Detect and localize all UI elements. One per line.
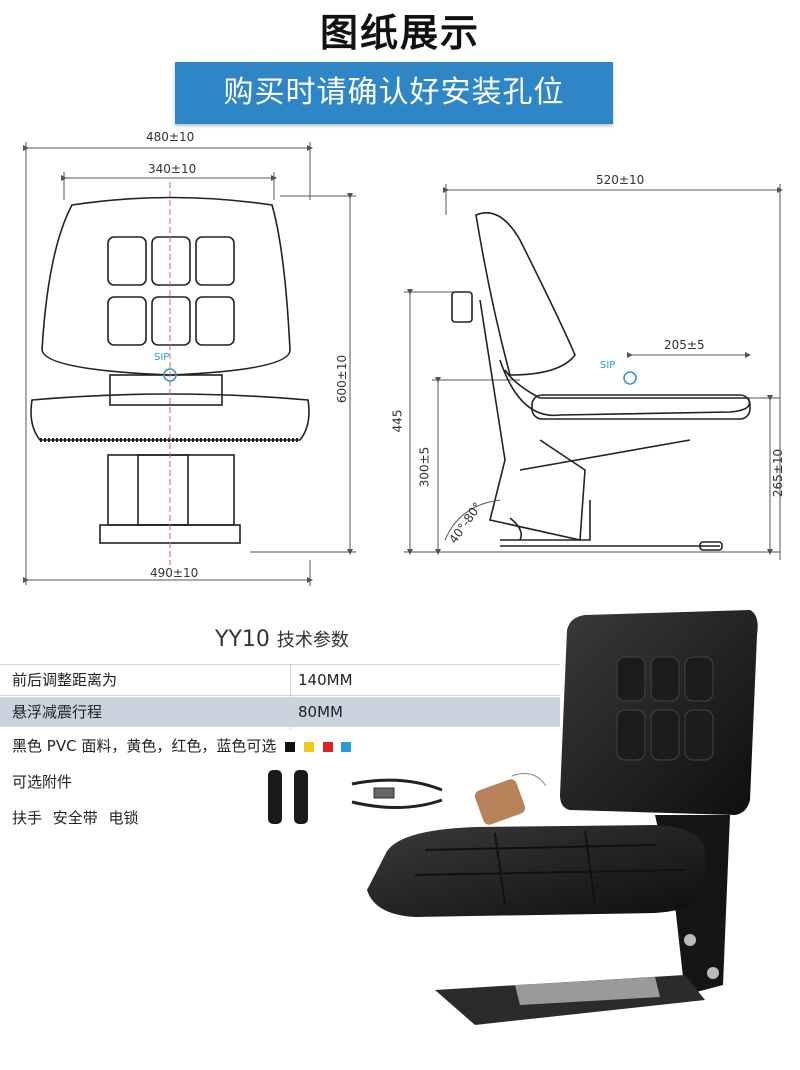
spec-value: 140MM <box>298 671 353 689</box>
black-swatch <box>285 741 296 752</box>
color-options-text: 黑色 PVC 面料，黄色，红色，蓝色可选 <box>12 737 277 755</box>
color-options-row: 黑色 PVC 面料，黄色，红色，蓝色可选 <box>0 731 560 761</box>
spec-label: 悬浮减震行程 <box>12 703 103 721</box>
switch-pad-icon <box>474 773 547 825</box>
side-sip-offset-dim: 205±5 <box>664 338 705 352</box>
spec-row: 悬浮减震行程 80MM <box>0 697 560 727</box>
spec-title-label: 技术参数 <box>276 630 349 651</box>
front-height-dim: 600±10 <box>335 354 350 404</box>
side-depth-dim: 520±10 <box>596 173 645 187</box>
model-name: YY10 <box>215 627 270 652</box>
seat-technical-drawing <box>23 142 783 586</box>
side-seat-front-dim: 265±10 <box>771 448 786 498</box>
armrest-icon <box>268 770 308 824</box>
side-seat-height-dim: 300±5 <box>417 446 432 488</box>
front-width-top-dim: 480±10 <box>146 130 195 144</box>
optional-accessories-list: 扶手 安全带 电锁 <box>12 809 139 827</box>
table-divider <box>290 664 291 730</box>
side-view-outline <box>444 212 751 551</box>
blue-swatch <box>341 741 352 752</box>
spec-row: 前后调整距离为 140MM <box>0 664 560 696</box>
front-back-width-dim: 340±10 <box>148 162 197 176</box>
yellow-swatch <box>303 741 314 752</box>
spec-value: 80MM <box>298 703 343 721</box>
spec-label: 前后调整距离为 <box>12 671 118 689</box>
side-total-height-dim: 445 <box>390 409 405 433</box>
page-title: 图纸展示 <box>319 11 480 55</box>
seatbelt-icon <box>351 778 443 809</box>
install-notice-banner: 购买时请确认好安装孔位 <box>175 62 613 124</box>
seat-product-photo <box>367 610 758 1025</box>
front-base-width-dim: 490±10 <box>150 566 199 580</box>
accessory-images <box>268 770 547 825</box>
side-sip-label: SIP <box>600 360 616 371</box>
red-swatch <box>322 741 333 752</box>
optional-accessories-title: 可选附件 <box>12 773 73 791</box>
front-sip-label: SIP <box>154 352 170 363</box>
spec-title: YY10 技术参数 <box>215 626 349 652</box>
